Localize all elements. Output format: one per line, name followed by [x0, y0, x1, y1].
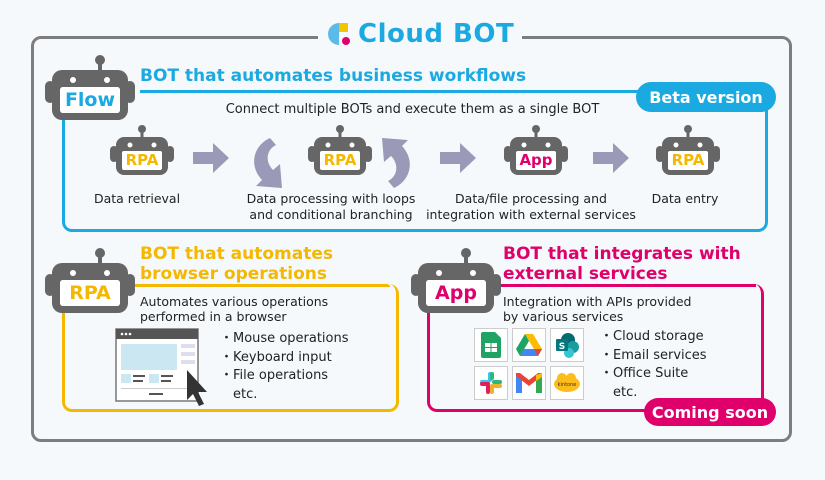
step-label-line1: Data retrieval [93, 191, 181, 206]
rpa-description: Automates various operations performed i… [140, 294, 328, 324]
svg-text:kintone: kintone [558, 382, 577, 388]
brand-name: Cloud BOT [358, 19, 514, 49]
app-badge-label: App [426, 280, 486, 306]
app-description: Integration with APIs provided by variou… [503, 294, 691, 324]
app-desc-line1: Integration with APIs provided [503, 294, 692, 309]
app-bullet-item: ・Cloud storage [600, 329, 704, 344]
svg-text:S: S [559, 342, 565, 352]
app-desc-line2: by various services [503, 309, 624, 324]
flow-title-underline [140, 90, 660, 93]
rpa-bullet-item: etc. [220, 386, 258, 402]
sharepoint-icon: S [550, 328, 584, 362]
rpa-bullet-item: ・Keyboard input [220, 349, 332, 365]
step-bot-label: App [516, 151, 556, 170]
app-section-box [427, 284, 764, 412]
app-bullet-item: ・Office Suite [600, 366, 689, 381]
step-label-line2: integration with external services [426, 207, 636, 222]
rpa-section-title: BOT that automates browser operations [140, 244, 333, 284]
step-bot-label: RPA [320, 151, 360, 170]
app-bullet-item: ・Email services [600, 347, 707, 363]
step-label-line2: and conditional branching [249, 207, 413, 222]
step-label-line1: Data entry [651, 191, 719, 206]
step-bot-label: RPA [668, 151, 708, 170]
rpa-bullet-item: ・File operations [220, 368, 329, 383]
arrow-right-icon [193, 143, 229, 173]
step-label: Data retrieval [27, 191, 247, 207]
mouse-cursor-icon [187, 370, 207, 406]
flow-badge-label: Flow [60, 87, 120, 113]
google-drive-icon [512, 328, 546, 362]
rpa-desc-line2: performed in a browser [140, 309, 287, 324]
arrow-right-icon [440, 143, 476, 173]
app-title-line2: external services [503, 264, 668, 284]
slack-icon [474, 366, 508, 400]
step-label: Data entry [575, 191, 795, 207]
flow-section-box [62, 90, 768, 232]
step-bot-label: RPA [122, 151, 162, 170]
service-icon-grid: S kintone [474, 328, 584, 400]
brand-cloud: Cloud [358, 19, 444, 49]
step-label-line1: Data processing with loops [246, 191, 416, 206]
cloudbot-logo-icon [328, 23, 350, 45]
app-title-underline [484, 284, 756, 287]
brand-bot: BOT [453, 19, 515, 49]
rpa-desc-line1: Automates various operations [140, 294, 329, 309]
rpa-bullet-list: ・Mouse operations ・Keyboard input ・File … [220, 330, 349, 404]
kintone-icon: kintone [550, 366, 584, 400]
google-sheets-icon [474, 328, 508, 362]
cloudbot-logo: Cloud BOT [318, 16, 523, 52]
rpa-badge-label: RPA [60, 280, 120, 306]
loop-arrow-left-icon [254, 138, 282, 188]
flow-section-title: BOT that automates business workflows [140, 66, 527, 86]
rpa-title-underline [120, 284, 390, 287]
gmail-icon [512, 366, 546, 400]
coming-soon-badge: Coming soon [644, 398, 776, 426]
loop-arrow-right-icon [382, 138, 410, 188]
app-bullet-item: etc. [600, 384, 638, 400]
rpa-title-line1: BOT that automates [140, 244, 334, 264]
rpa-title-line2: browser operations [140, 264, 327, 284]
rpa-bullet-item: ・Mouse operations [220, 331, 349, 346]
step-label-line1: Data/file processing and [455, 191, 607, 206]
flow-subtitle: Connect multiple BOTs and execute them a… [225, 102, 600, 117]
browser-illustration-icon [115, 328, 207, 406]
app-title-line1: BOT that integrates with [503, 244, 741, 264]
app-bullet-list: ・Cloud storage ・Email services ・Office S… [600, 328, 707, 402]
app-section-title: BOT that integrates with external servic… [503, 244, 741, 284]
rpa-section-box [62, 284, 399, 412]
beta-version-badge: Beta version [636, 82, 776, 112]
arrow-right-icon [593, 143, 629, 173]
